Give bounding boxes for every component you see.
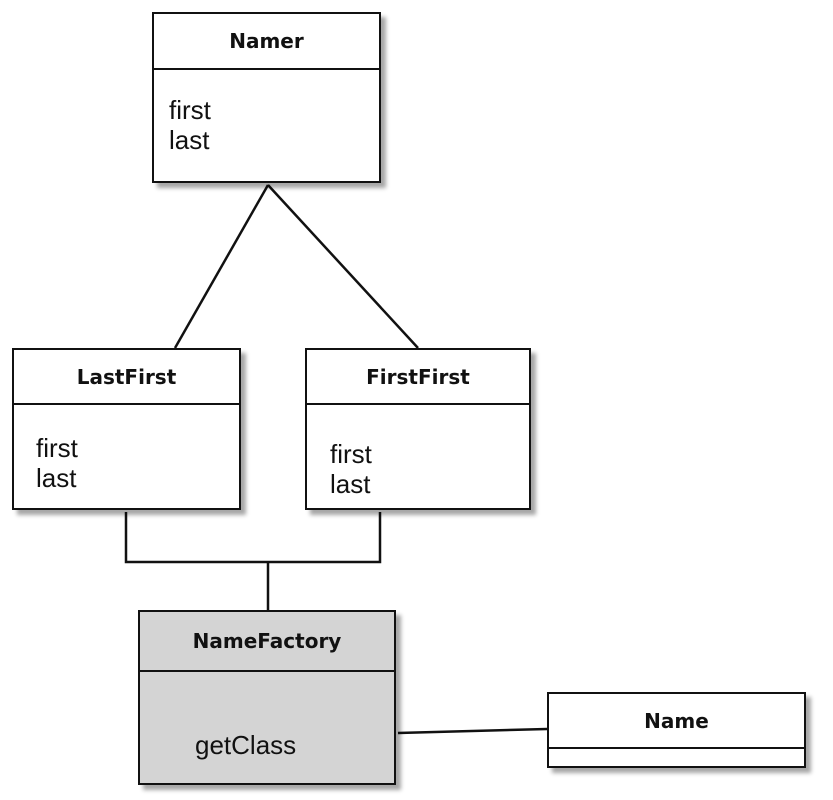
class-box-namefactory: NameFactory getClass	[138, 610, 396, 785]
class-name-name: Name	[549, 694, 804, 749]
edge-namer-lastfirst	[173, 184, 270, 349]
class-name-namefactory: NameFactory	[140, 612, 394, 672]
class-name-lastfirst: LastFirst	[14, 350, 239, 405]
class-attributes-firstfirst: first last	[307, 405, 529, 499]
class-attributes-namer: first last	[154, 70, 379, 155]
class-name-namer: Namer	[154, 14, 379, 70]
class-attributes-lastfirst: first last	[14, 405, 239, 493]
edge-namefactory-name	[397, 727, 548, 735]
attribute-first: first	[330, 439, 372, 469]
method-getclass: getClass	[195, 730, 297, 760]
edge-namer-firstfirst	[267, 184, 419, 349]
class-box-namer: Namer first last	[152, 12, 381, 183]
class-box-lastfirst: LastFirst first last	[12, 348, 241, 510]
edge-lastfirst-firstfirst-bracket	[124, 512, 382, 564]
attribute-first: first	[36, 433, 78, 463]
class-name-firstfirst: FirstFirst	[307, 350, 529, 405]
attribute-first: first	[169, 95, 211, 125]
attribute-last: last	[330, 469, 371, 499]
class-methods-namefactory: getClass	[140, 672, 394, 760]
class-box-firstfirst: FirstFirst first last	[305, 348, 531, 510]
class-box-name: Name	[547, 692, 806, 768]
attribute-last: last	[169, 125, 210, 155]
attribute-last: last	[36, 463, 77, 493]
